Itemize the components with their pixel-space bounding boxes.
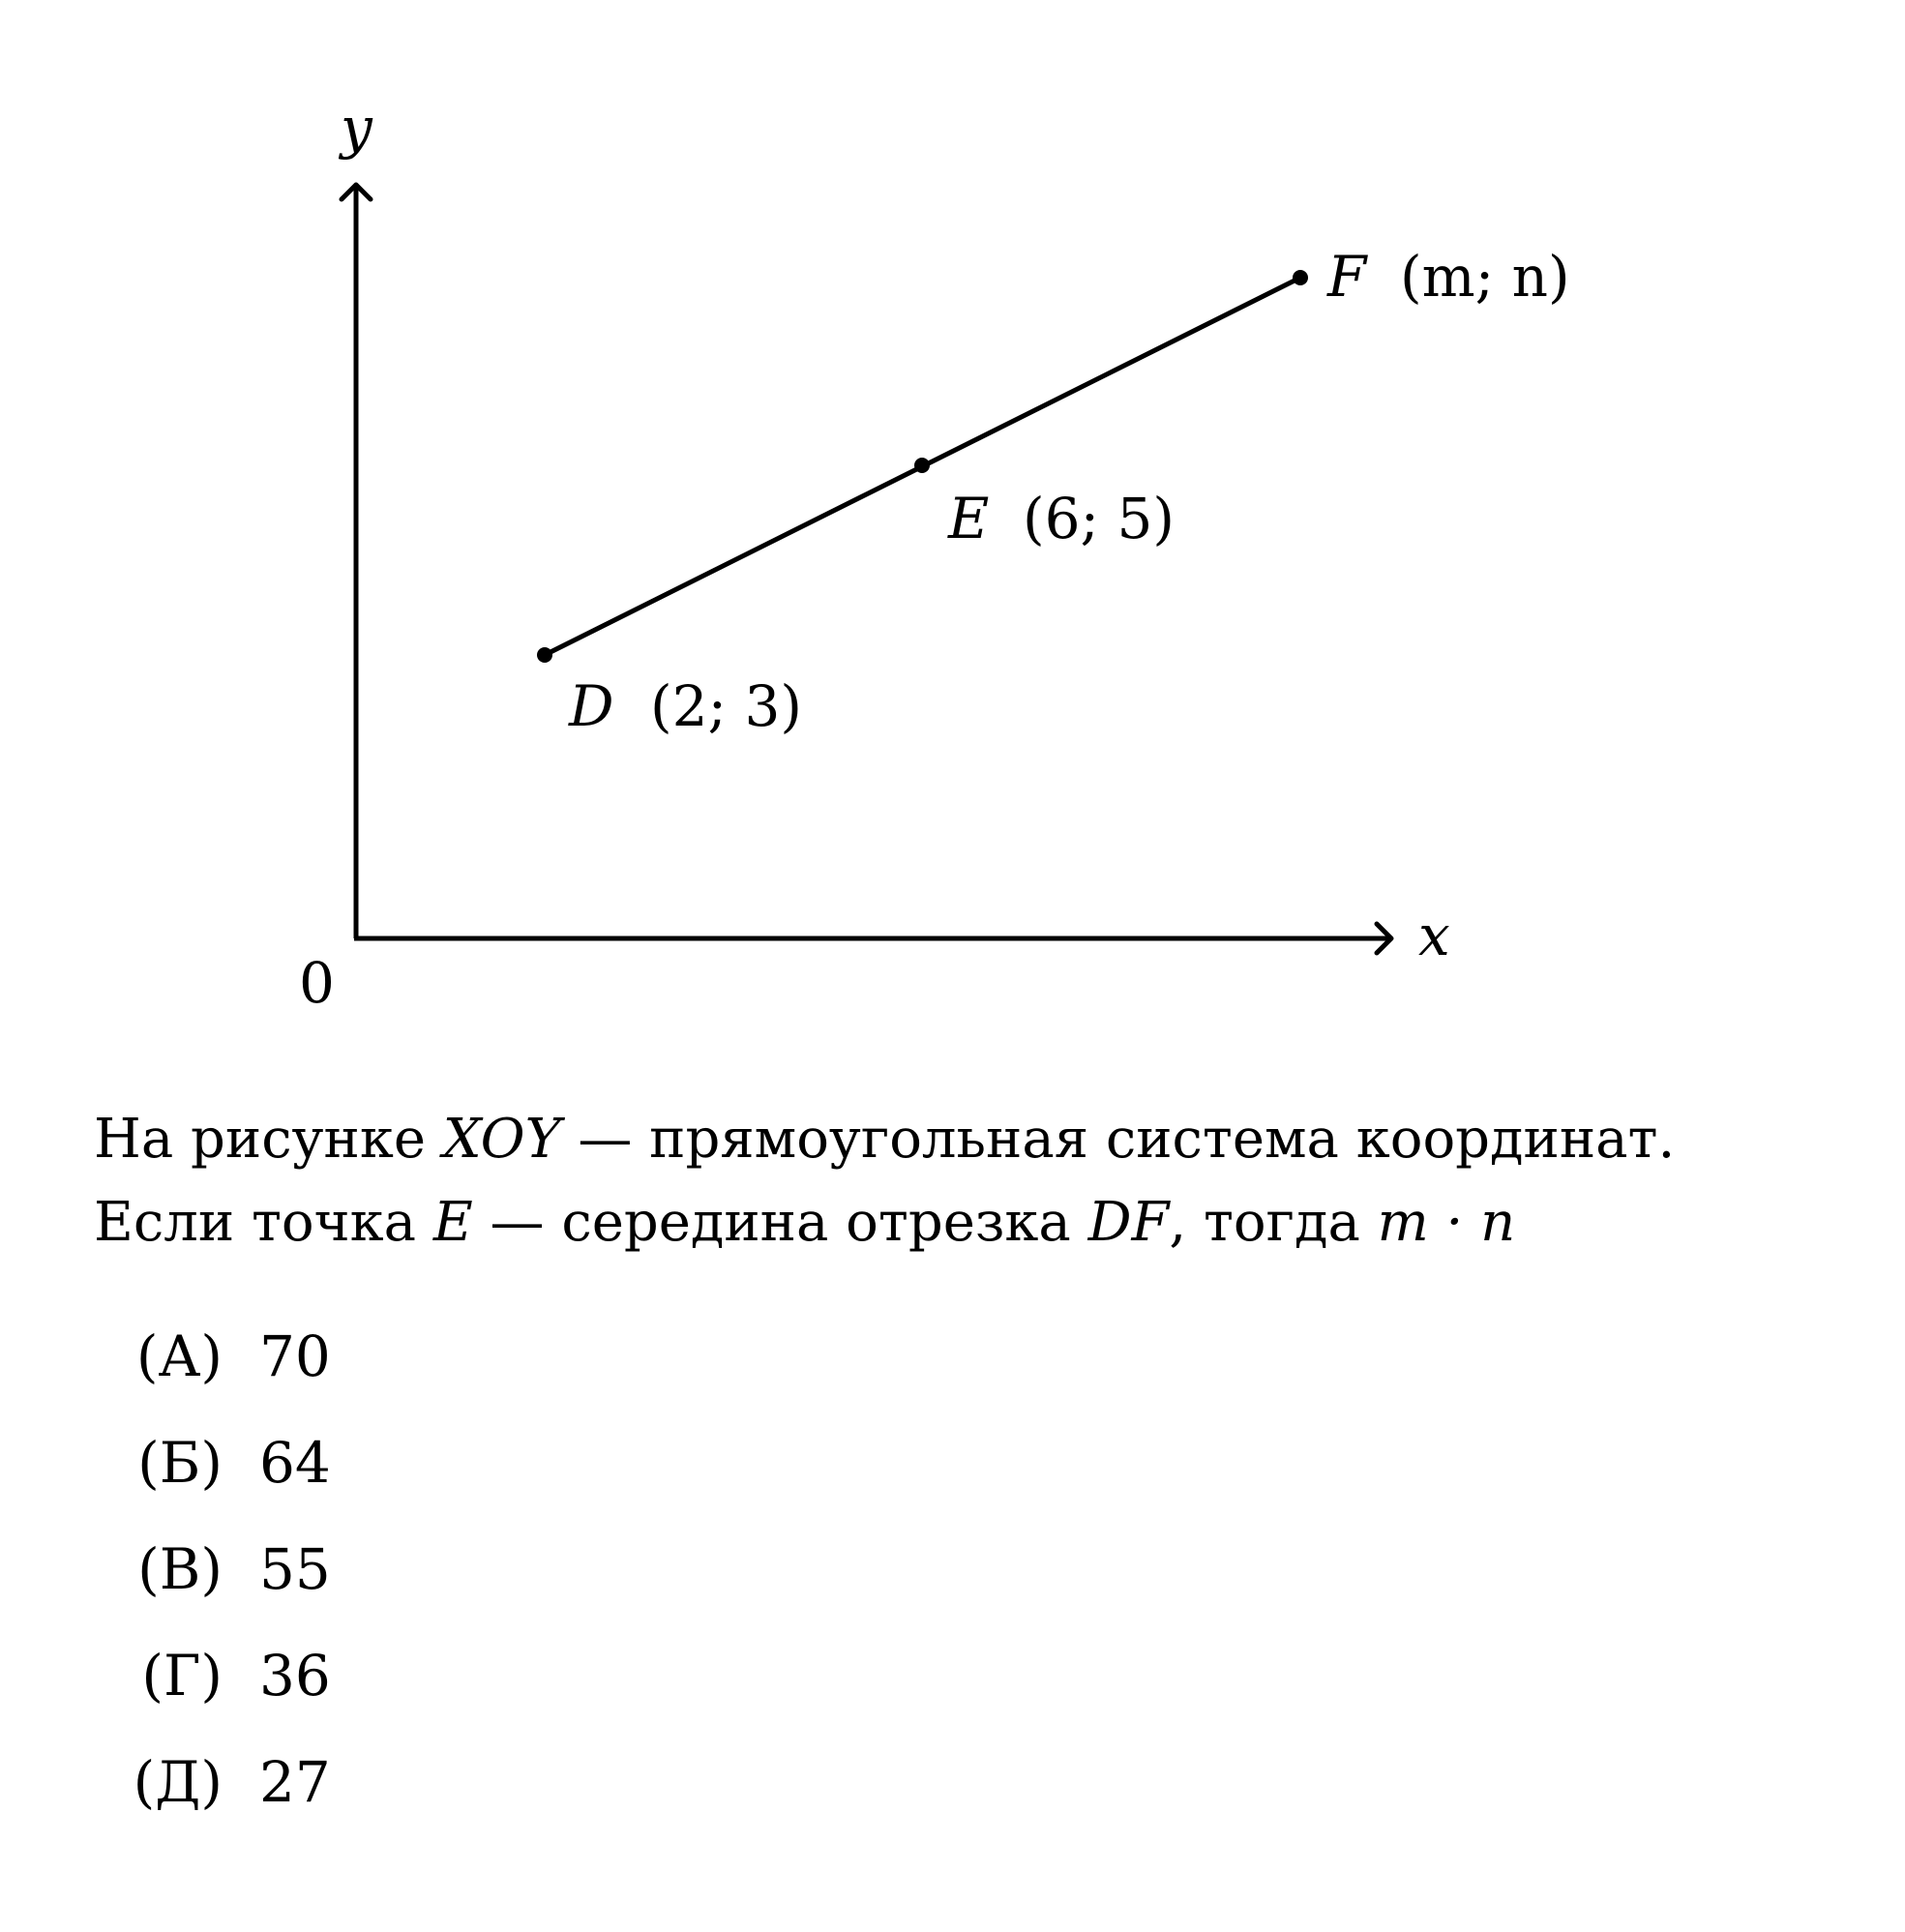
y-axis-arrow bbox=[339, 182, 373, 202]
point-d-coords: (2; 3) bbox=[650, 673, 802, 739]
coordinate-system-name: XOY bbox=[442, 1108, 561, 1171]
question-text-part: На рисунке bbox=[94, 1108, 443, 1171]
expression: m · n bbox=[1377, 1191, 1516, 1254]
origin-label: 0 bbox=[299, 950, 335, 1016]
point-f-name: F bbox=[1326, 244, 1368, 310]
question-line-1: На рисунке XOY — прямоугольная система к… bbox=[94, 1098, 1864, 1181]
point-name: E bbox=[432, 1191, 473, 1254]
point-d-name: D bbox=[568, 673, 614, 739]
x-axis-label: x bbox=[1418, 903, 1450, 968]
point-d bbox=[537, 647, 552, 663]
point-f bbox=[1293, 270, 1308, 285]
point-e-coords: (6; 5) bbox=[1023, 486, 1175, 551]
option-label: (А) bbox=[135, 1323, 223, 1389]
question-text-part: — середина отрезка bbox=[472, 1191, 1088, 1254]
y-axis-label: y bbox=[338, 95, 373, 161]
option-value: 27 bbox=[259, 1749, 331, 1815]
question-text-part: Если точка bbox=[94, 1191, 433, 1254]
question-line-2: Если точка E — середина отрезка DF, тогд… bbox=[94, 1181, 1864, 1264]
option-label: (Г) bbox=[141, 1643, 223, 1709]
point-e bbox=[914, 458, 930, 473]
question-text-part: — прямоугольная система координат. bbox=[560, 1108, 1676, 1171]
option-label: (Б) bbox=[137, 1430, 223, 1496]
coordinate-figure: y x 0 D (2; 3) E (6; 5) F (m; n) bbox=[299, 95, 1570, 1016]
point-f-coords: (m; n) bbox=[1400, 244, 1570, 310]
x-axis-arrow bbox=[1374, 921, 1394, 956]
option-value: 70 bbox=[259, 1323, 331, 1389]
option-value: 36 bbox=[259, 1643, 331, 1709]
question-text-part: , тогда bbox=[1169, 1191, 1378, 1254]
option-label: (В) bbox=[137, 1536, 223, 1602]
point-e-name: E bbox=[947, 486, 989, 551]
question-text: На рисунке XOY — прямоугольная система к… bbox=[94, 1098, 1864, 1264]
option-value: 64 bbox=[259, 1430, 331, 1496]
option-value: 55 bbox=[259, 1536, 331, 1602]
option-label: (Д) bbox=[133, 1749, 223, 1815]
segment-name: DF bbox=[1087, 1191, 1170, 1254]
